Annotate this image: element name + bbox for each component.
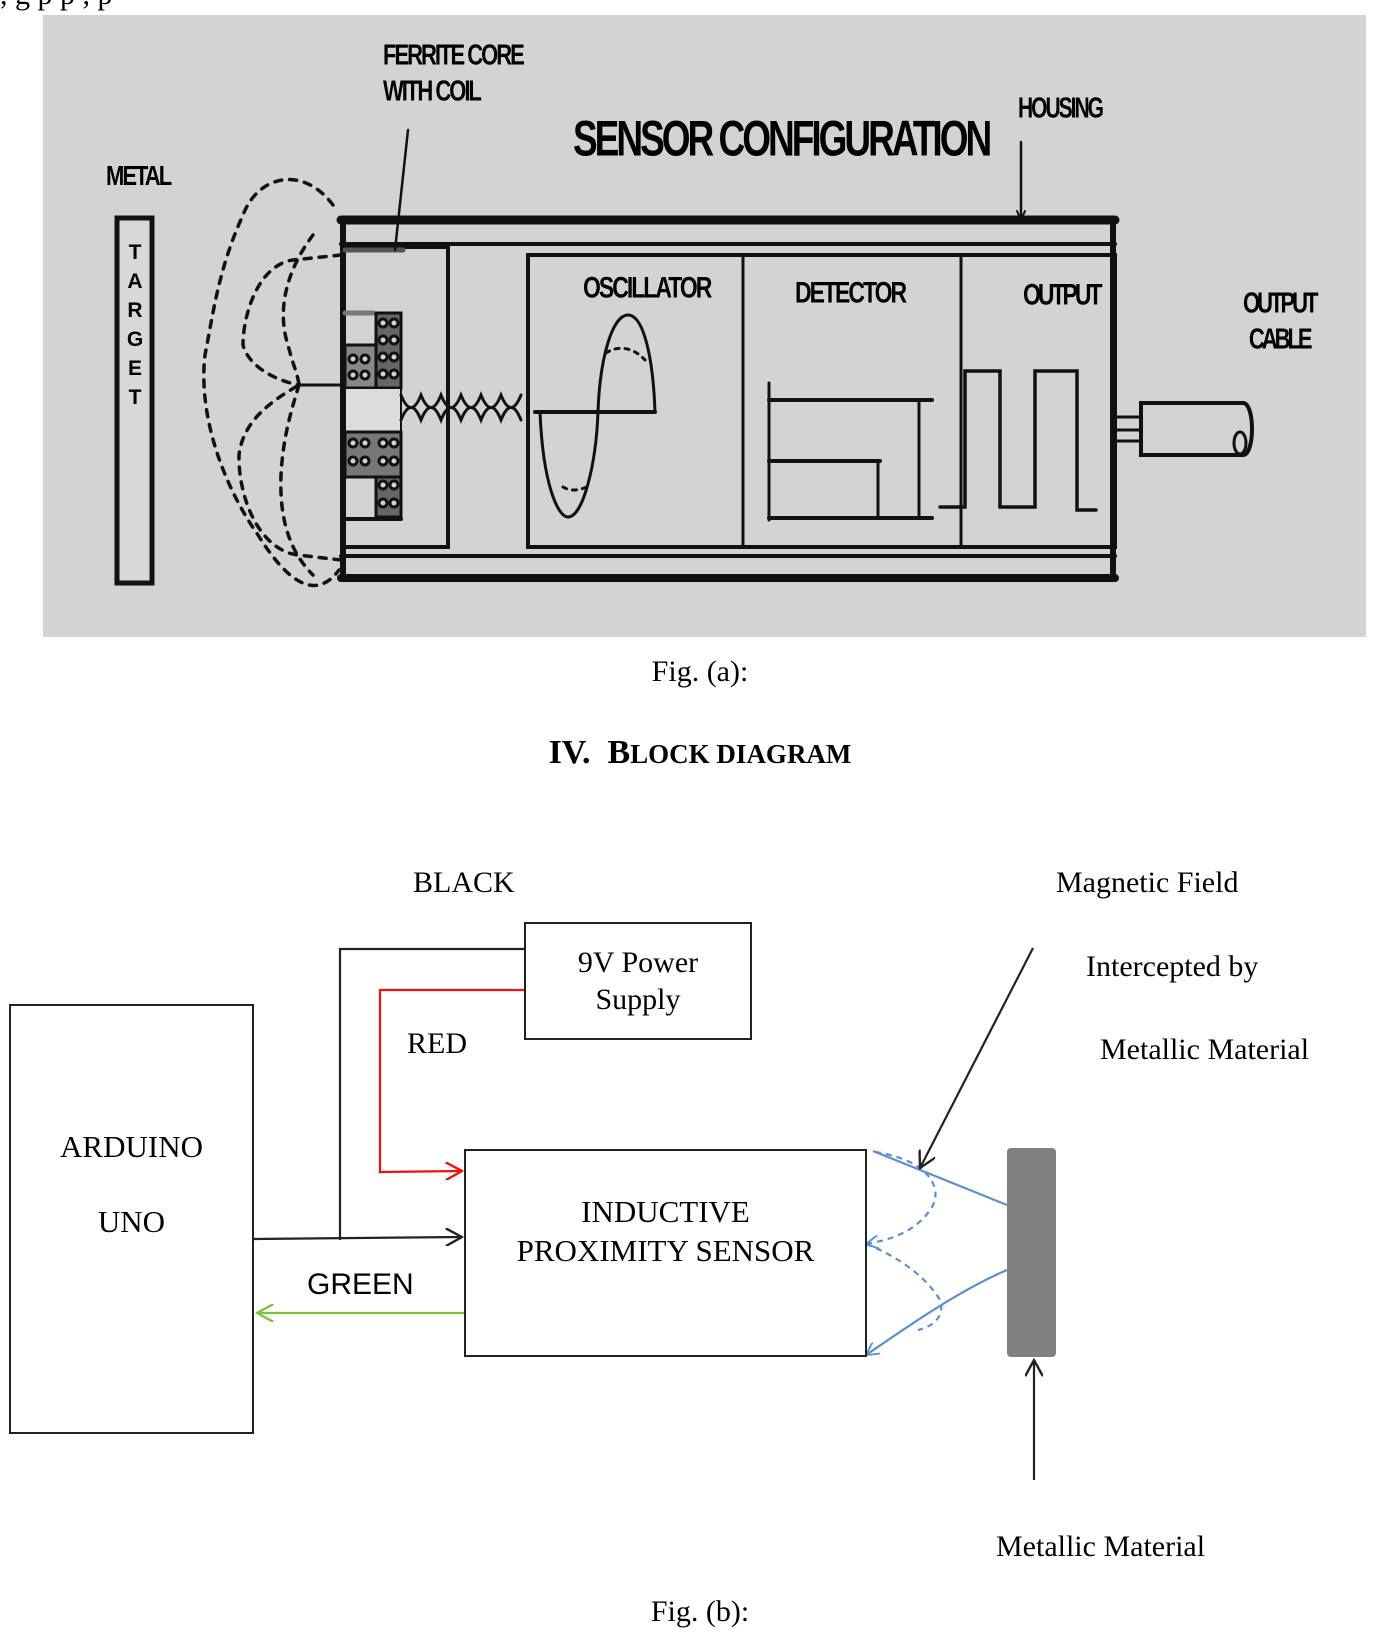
detector-waveform bbox=[767, 381, 934, 522]
sensor-label-line2: PROXIMITY SENSOR bbox=[516, 1232, 815, 1268]
target-letter: T bbox=[128, 386, 142, 409]
magnetic-field-lines bbox=[866, 1149, 1008, 1355]
label-target: T A R G E T bbox=[121, 238, 149, 412]
output-cable bbox=[1113, 401, 1254, 457]
label-ferrite-core-with-coil: FERRITE CORE WITH COIL bbox=[383, 37, 525, 110]
label-oscillator: OSCILLATOR bbox=[583, 270, 712, 304]
section-title-rest: LOCK DIAGRAM bbox=[630, 739, 852, 769]
power-supply-label-line1: 9V Power bbox=[577, 945, 699, 979]
sensor-label-line1: INDUCTIVE bbox=[581, 1194, 750, 1229]
target-letter: T bbox=[128, 241, 142, 264]
arduino-label-line1: ARDUINO bbox=[60, 1129, 203, 1164]
section-title-initial: B bbox=[607, 734, 631, 771]
section-number: IV. bbox=[548, 734, 591, 771]
annotation-intercepted-by: Intercepted by bbox=[1086, 950, 1259, 983]
target-letter: G bbox=[126, 328, 144, 351]
black-wire bbox=[338, 947, 524, 1240]
figure-b-caption: Fig. (b): bbox=[650, 1595, 750, 1628]
metal-bar bbox=[1007, 1148, 1056, 1357]
green-wire-label: GREEN bbox=[307, 1268, 414, 1301]
annotation-metallic-material: Metallic Material bbox=[1100, 1033, 1310, 1066]
arduino-to-sensor-wire bbox=[252, 1237, 462, 1239]
label-metal: METAL bbox=[106, 159, 172, 191]
coil-leads-twisted bbox=[399, 390, 523, 425]
block-diagram-wiring bbox=[252, 947, 1056, 1480]
label-ferrite-core-line1: FERRITE CORE bbox=[383, 38, 525, 71]
label-output-cable-line1: OUTPUT bbox=[1243, 286, 1318, 319]
label-output-cable-line2: CABLE bbox=[1248, 322, 1313, 356]
figure-a-title: SENSOR CONFIGURATION bbox=[573, 111, 992, 167]
target-letter: E bbox=[127, 357, 142, 380]
oscillator-waveform bbox=[533, 313, 657, 519]
label-ferrite-core-line2: WITH COIL bbox=[383, 74, 482, 108]
metal-target-plate bbox=[114, 215, 155, 586]
inductive-proximity-sensor-block[interactable]: INDUCTIVE PROXIMITY SENSOR bbox=[464, 1149, 867, 1357]
field-annotation-arrow bbox=[920, 947, 1034, 1168]
target-letter: A bbox=[127, 270, 143, 293]
electronics-compartment bbox=[526, 253, 1117, 549]
red-wire-label: RED bbox=[407, 1027, 467, 1060]
figure-a-caption: Fig. (a): bbox=[651, 655, 749, 688]
power-supply-block[interactable]: 9V Power Supply bbox=[524, 922, 752, 1040]
arduino-label-line2: UNO bbox=[97, 1203, 166, 1239]
annotation-magnetic-field: Magnetic Field bbox=[1056, 866, 1239, 899]
red-wire bbox=[378, 988, 524, 1172]
magnetic-field-lines bbox=[202, 177, 343, 588]
section-heading-block-diagram: IV. BLOCK DIAGRAM bbox=[0, 734, 1400, 772]
coil-winding-upper bbox=[343, 311, 403, 390]
target-letter: R bbox=[127, 299, 143, 322]
figure-b-block-diagram: ARDUINO UNO 9V Power Supply INDUCTIVE PR… bbox=[0, 860, 1400, 1600]
arduino-uno-block[interactable]: ARDUINO UNO bbox=[9, 1004, 254, 1434]
sensor-configuration-drawing bbox=[114, 128, 1254, 588]
output-waveform bbox=[938, 369, 1098, 512]
label-housing: HOUSING bbox=[1018, 93, 1104, 125]
coil-winding-lower bbox=[343, 430, 403, 521]
ferrite-core-leader bbox=[393, 128, 410, 252]
label-output: OUTPUT bbox=[1023, 277, 1103, 311]
label-detector: DETECTOR bbox=[795, 275, 907, 309]
metallic-material-label: Metallic Material bbox=[996, 1530, 1206, 1563]
ferrite-core bbox=[344, 387, 402, 433]
power-supply-label-line2: Supply bbox=[595, 983, 681, 1016]
label-output-cable: OUTPUT CABLE bbox=[1243, 285, 1318, 358]
clipped-paragraph-line: , g p p , p bbox=[0, 0, 1400, 12]
black-wire-label: BLACK bbox=[413, 866, 515, 899]
figure-a-sensor-configuration: METAL T A R G E T FERRITE CORE WITH COIL… bbox=[43, 15, 1366, 637]
